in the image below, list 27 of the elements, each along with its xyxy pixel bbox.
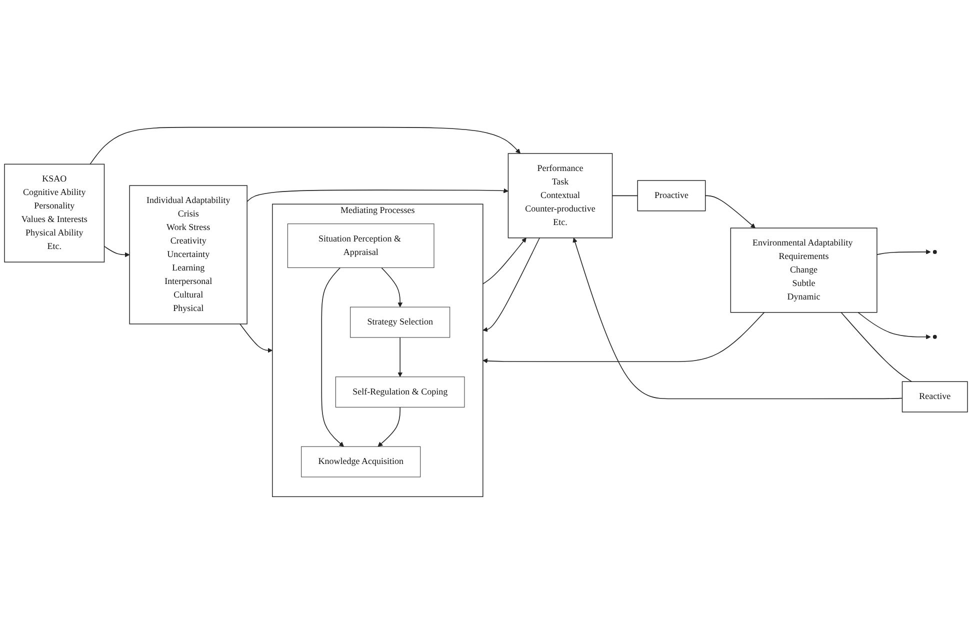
arrow [240,324,273,353]
arrow [246,188,508,202]
arrow [876,249,931,256]
arrow [572,238,903,400]
arrow [398,337,403,378]
arrow [704,195,756,228]
node-box: Reactive [902,381,968,412]
connector [612,195,638,196]
node-box: Proactive [637,180,706,212]
arrow [482,238,526,284]
node-box: Environmental Adaptability Requirements Change Subtle Dynamic [730,228,878,313]
arrow [321,267,344,447]
arrow [482,312,765,364]
arrow [381,267,403,308]
arrow [858,312,931,340]
node-box: Individual Adaptability Crisis Work Stress Creativity Uncertainty Learning Interpersonal Cultural Physical [129,185,248,324]
node-box: Knowledge Acquisition [301,446,421,478]
arrow [482,237,540,332]
node-box: Situation Perception & Appraisal [287,224,434,268]
node-box: Performance Task Contextual Counter-productive Etc. [508,153,613,238]
connector [840,312,912,382]
arrow [104,246,130,258]
arrow [378,406,400,447]
node-box: KSAO Cognitive Ability Personality Values & Interests Physical Ability Etc. [4,164,105,262]
node-box: Self-Regulation & Coping [335,376,465,408]
node-box: Strategy Selection [350,306,450,338]
arrow [90,126,521,165]
